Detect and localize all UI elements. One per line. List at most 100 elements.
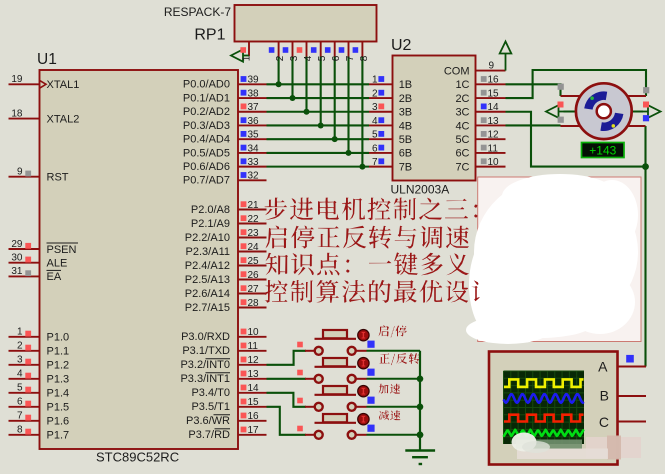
svg-text:18: 18	[11, 108, 23, 119]
svg-text:12: 12	[488, 130, 500, 141]
svg-text:15: 15	[248, 397, 260, 408]
svg-text:EA: EA	[47, 271, 62, 283]
svg-text:7: 7	[372, 157, 378, 168]
svg-text:1: 1	[242, 55, 253, 61]
svg-text:6C: 6C	[455, 148, 469, 160]
svg-text:4: 4	[17, 369, 23, 380]
svg-text:P3.1/TXD: P3.1/TXD	[182, 345, 230, 357]
svg-text:3C: 3C	[455, 107, 469, 119]
svg-text:P1.0: P1.0	[47, 332, 70, 344]
svg-text:P3.5/T1: P3.5/T1	[191, 401, 230, 413]
svg-text:4: 4	[303, 55, 314, 61]
svg-text:39: 39	[248, 75, 260, 86]
svg-text:6: 6	[331, 55, 342, 61]
svg-text:29: 29	[11, 239, 23, 250]
svg-text:22: 22	[248, 214, 260, 225]
svg-text:1B: 1B	[399, 79, 412, 91]
svg-text:3: 3	[372, 102, 378, 113]
svg-text:P2.6/A14: P2.6/A14	[185, 288, 230, 300]
svg-text:2: 2	[17, 341, 23, 352]
svg-text:5: 5	[17, 383, 23, 394]
svg-text:+143: +143	[589, 144, 616, 158]
svg-text:5: 5	[372, 130, 378, 141]
svg-text:26: 26	[248, 270, 260, 281]
svg-text:5C: 5C	[455, 134, 469, 146]
svg-text:P0.1/AD1: P0.1/AD1	[183, 92, 230, 104]
svg-text:19: 19	[11, 74, 23, 85]
svg-text:7B: 7B	[399, 161, 412, 173]
svg-text:34: 34	[248, 143, 260, 154]
svg-text:P2.7/A15: P2.7/A15	[185, 302, 230, 314]
svg-text:12: 12	[248, 355, 260, 366]
svg-text:8: 8	[17, 425, 23, 436]
svg-text:1C: 1C	[455, 79, 469, 91]
svg-text:P3.2/INT0: P3.2/INT0	[180, 359, 230, 371]
svg-text:11: 11	[488, 143, 499, 154]
svg-text:A: A	[598, 359, 608, 375]
svg-text:RESPACK-7: RESPACK-7	[164, 5, 231, 19]
svg-text:PSEN: PSEN	[47, 244, 77, 256]
svg-text:P2.1/A9: P2.1/A9	[191, 218, 230, 230]
svg-text:P1.7: P1.7	[47, 430, 70, 442]
svg-text:XTAL2: XTAL2	[47, 113, 80, 125]
svg-text:6B: 6B	[399, 148, 412, 160]
svg-text:P2.3/A11: P2.3/A11	[186, 246, 230, 258]
svg-text:2: 2	[275, 55, 286, 61]
svg-text:36: 36	[248, 116, 260, 127]
svg-text:13: 13	[488, 116, 500, 127]
svg-text:U1: U1	[37, 51, 57, 68]
svg-text:32: 32	[248, 171, 260, 182]
svg-text:16: 16	[488, 75, 500, 86]
svg-text:U2: U2	[391, 37, 412, 54]
svg-text:XTAL1: XTAL1	[47, 79, 80, 91]
svg-text:P3.3/INT1: P3.3/INT1	[180, 373, 230, 385]
svg-text:STC89C52RC: STC89C52RC	[96, 450, 179, 465]
svg-text:3B: 3B	[399, 107, 412, 119]
svg-text:COM: COM	[444, 65, 470, 77]
svg-text:14: 14	[248, 383, 260, 394]
svg-text:P1.1: P1.1	[47, 346, 70, 358]
svg-text:P0.6/AD6: P0.6/AD6	[183, 161, 230, 173]
svg-text:8: 8	[359, 55, 370, 61]
svg-text:31: 31	[11, 266, 23, 277]
svg-text:3: 3	[17, 355, 23, 366]
svg-text:P3.7/RD: P3.7/RD	[188, 429, 230, 441]
svg-text:P3.0/RXD: P3.0/RXD	[181, 331, 230, 343]
svg-text:6: 6	[372, 143, 378, 154]
svg-text:P1.4: P1.4	[47, 388, 70, 400]
svg-text:10: 10	[248, 327, 260, 338]
svg-text:RST: RST	[47, 172, 69, 184]
svg-text:7: 7	[345, 55, 356, 61]
svg-text:4C: 4C	[455, 120, 469, 132]
svg-text:14: 14	[488, 102, 500, 113]
svg-text:28: 28	[248, 298, 260, 309]
svg-text:P1.6: P1.6	[47, 416, 70, 428]
svg-text:10: 10	[488, 157, 500, 168]
svg-text:P3.4/T0: P3.4/T0	[191, 387, 230, 399]
svg-text:P0.3/AD3: P0.3/AD3	[183, 120, 230, 132]
svg-text:9: 9	[489, 61, 495, 72]
svg-text:RP1: RP1	[194, 27, 225, 44]
svg-text:P0.5/AD5: P0.5/AD5	[183, 147, 230, 159]
svg-text:21: 21	[248, 200, 260, 211]
svg-text:ULN2003A: ULN2003A	[391, 183, 450, 197]
svg-text:5: 5	[317, 55, 328, 61]
svg-text:P2.4/A12: P2.4/A12	[185, 260, 230, 272]
svg-text:23: 23	[248, 228, 260, 239]
svg-text:P0.0/AD0: P0.0/AD0	[183, 79, 230, 91]
svg-text:3: 3	[289, 55, 300, 61]
svg-text:P2.0/A8: P2.0/A8	[191, 204, 230, 216]
svg-text:11: 11	[248, 341, 259, 352]
svg-text:P0.2/AD2: P0.2/AD2	[183, 106, 230, 118]
svg-text:6: 6	[17, 397, 23, 408]
svg-text:7C: 7C	[455, 161, 469, 173]
svg-text:25: 25	[248, 256, 260, 267]
svg-text:B: B	[600, 388, 609, 404]
svg-text:P2.2/A10: P2.2/A10	[185, 232, 230, 244]
svg-text:2C: 2C	[455, 93, 469, 105]
svg-text:ALE: ALE	[47, 258, 68, 270]
svg-text:5B: 5B	[399, 134, 412, 146]
svg-text:13: 13	[248, 369, 260, 380]
svg-text:C: C	[599, 414, 609, 430]
svg-text:27: 27	[248, 284, 260, 295]
